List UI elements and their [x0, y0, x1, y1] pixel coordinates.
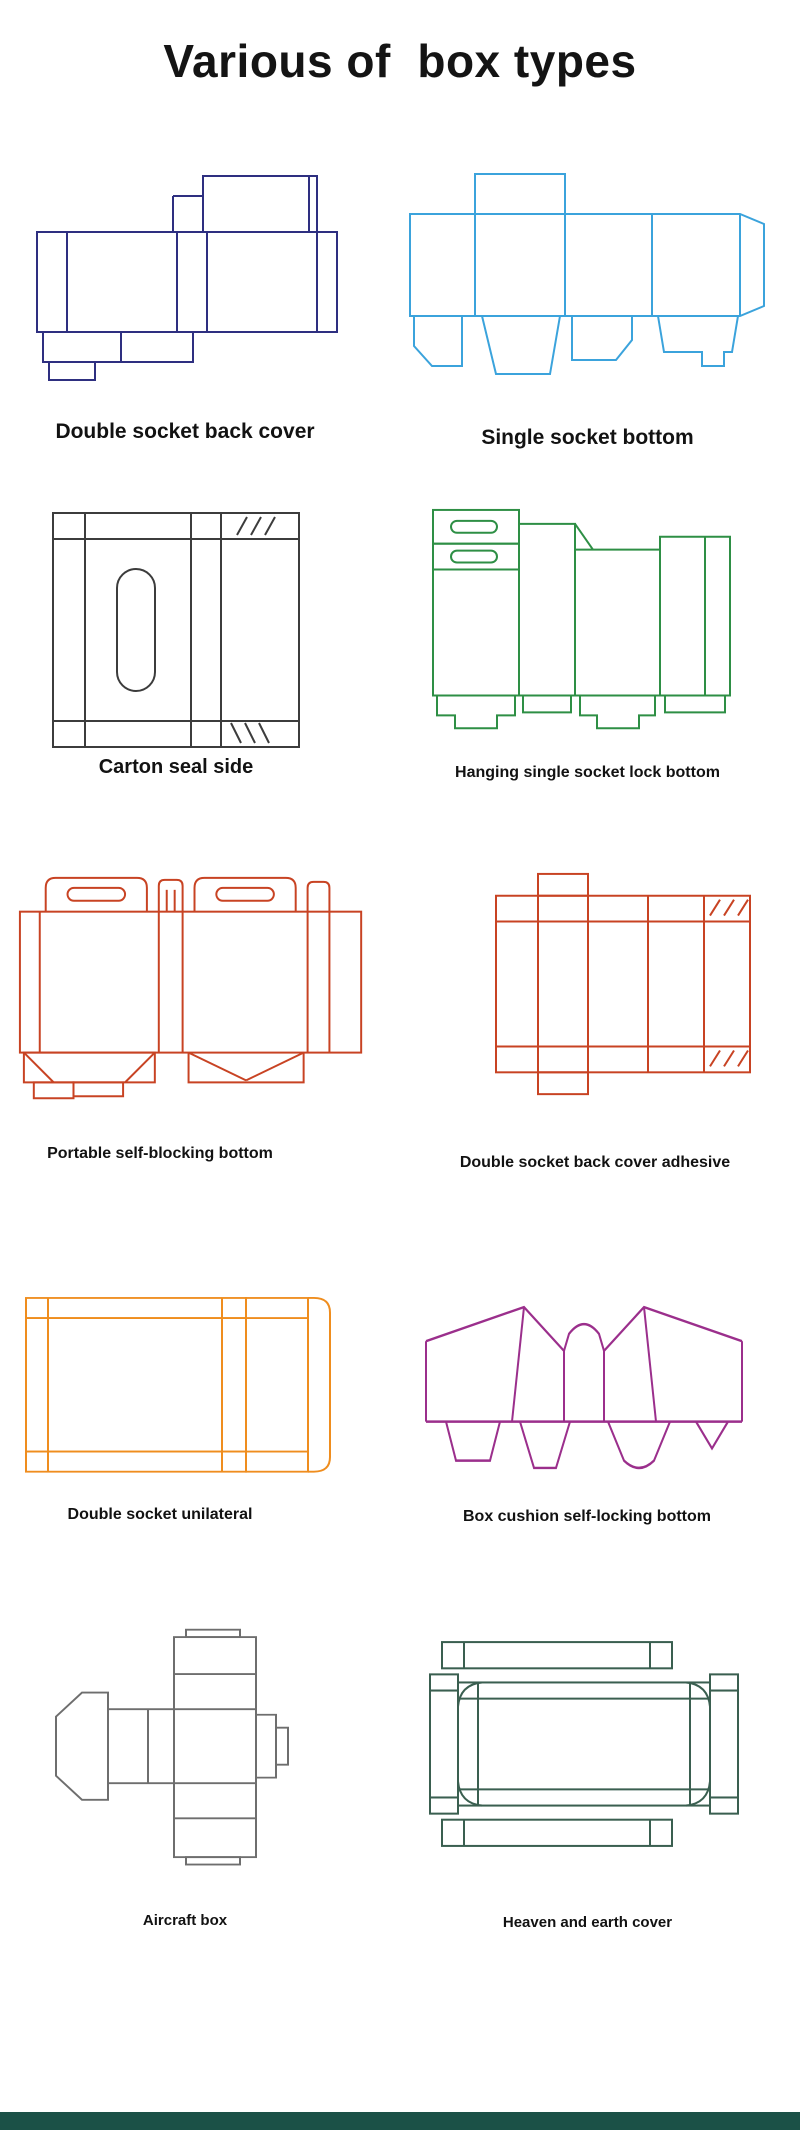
page-title: Various of box types	[163, 35, 637, 87]
double-socket-unilateral-diagram	[12, 1287, 347, 1479]
dieline-strokes	[52, 512, 300, 748]
box-type-label: Box cushion self-locking bottom	[462, 1508, 711, 1525]
dieline-strokes	[425, 1305, 743, 1470]
dieline-strokes	[36, 175, 338, 381]
aircraft-box-dieline-icon	[55, 1628, 289, 1866]
single-socket-bottom-diagram	[400, 168, 775, 408]
box-type-label: Double socket back cover adhesive	[459, 1154, 731, 1171]
aircraft-box-diagram	[32, 1626, 332, 1871]
box-type-label: Heaven and earth cover	[502, 1914, 673, 1931]
double-socket-back-cover-adhesive-dieline-icon	[495, 872, 751, 1096]
portable-self-blocking-bottom-dieline-icon	[18, 876, 363, 1100]
hanging-single-socket-lock-bottom-dieline-icon	[432, 508, 731, 730]
dieline-strokes	[429, 1641, 739, 1847]
box-cushion-self-locking-bottom-dieline-icon	[425, 1305, 743, 1470]
double-socket-unilateral-dieline-icon	[25, 1297, 331, 1473]
footer-bar	[0, 2112, 800, 2130]
box-type-label: Single socket bottom	[481, 426, 694, 449]
double-socket-back-cover-diagram	[25, 170, 345, 398]
hanging-single-socket-lock-bottom-diagram	[425, 502, 750, 765]
box-type-label: Aircraft box	[142, 1912, 228, 1929]
single-socket-bottom-dieline-icon	[409, 173, 765, 375]
box-type-label: Carton seal side	[98, 756, 254, 778]
box-type-label: Hanging single socket lock bottom	[455, 764, 720, 781]
heaven-and-earth-cover-dieline-icon	[429, 1641, 739, 1847]
double-socket-back-cover-adhesive-diagram	[488, 864, 760, 1112]
carton-seal-side-diagram	[45, 505, 307, 755]
dieline-strokes	[495, 872, 751, 1096]
carton-seal-side-dieline-icon	[52, 512, 300, 748]
box-type-label: Double socket unilateral	[67, 1506, 253, 1523]
box-type-label: Double socket back cover	[55, 420, 315, 443]
heaven-and-earth-cover-diagram	[420, 1632, 755, 1854]
box-type-label: Portable self-blocking bottom	[47, 1145, 273, 1162]
dieline-strokes	[55, 1628, 289, 1866]
double-socket-back-cover-dieline-icon	[36, 175, 338, 381]
dieline-strokes	[409, 173, 765, 375]
box-cushion-self-locking-bottom-diagram	[412, 1290, 757, 1485]
dieline-strokes	[18, 876, 363, 1100]
portable-self-blocking-bottom-diagram	[10, 868, 382, 1131]
dieline-strokes	[432, 508, 731, 730]
dieline-strokes	[25, 1297, 331, 1473]
